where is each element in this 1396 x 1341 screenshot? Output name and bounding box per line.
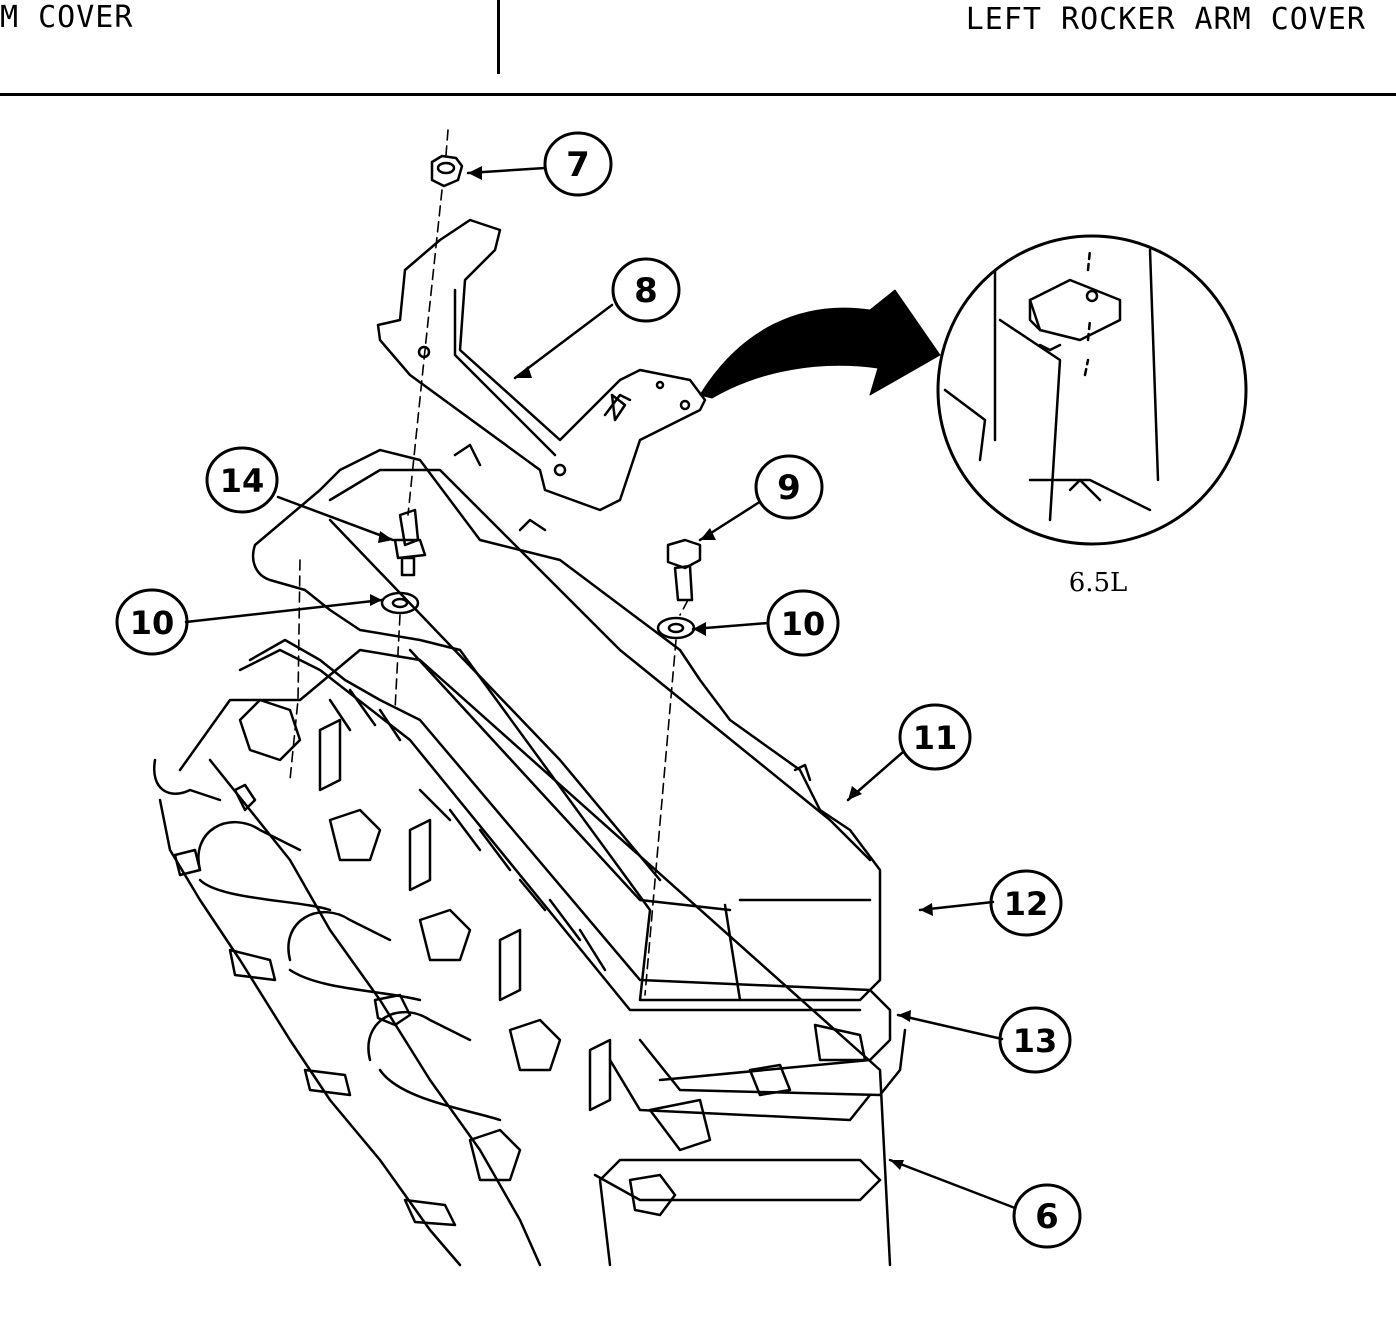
callout-6-label: 6 bbox=[1035, 1197, 1059, 1237]
callout-6: 6 bbox=[1012, 1183, 1082, 1249]
callout-10-right: 10 bbox=[766, 589, 840, 657]
detail-pointer-arrow bbox=[699, 289, 941, 399]
callout-11-label: 11 bbox=[913, 719, 958, 757]
callout-bubbles: 7 8 9 10 10 11 12 13 bbox=[115, 131, 1082, 1249]
callout-8-label: 8 bbox=[634, 271, 658, 311]
callout-10-left: 10 bbox=[115, 588, 189, 656]
engine-variant-label: 6.5L bbox=[1069, 568, 1128, 598]
callout-12-label: 12 bbox=[1004, 885, 1049, 923]
header-right-title: LEFT ROCKER ARM COVER bbox=[965, 2, 1366, 37]
callout-11: 11 bbox=[898, 703, 972, 771]
header-left-title: M COVER bbox=[0, 0, 134, 35]
callout-8: 8 bbox=[611, 257, 681, 323]
assembly-center-lines bbox=[289, 129, 689, 996]
callout-10-left-label: 10 bbox=[130, 604, 175, 642]
fastener-drawings bbox=[380, 154, 702, 640]
callout-13: 13 bbox=[998, 1006, 1072, 1074]
callout-9-label: 9 bbox=[777, 468, 801, 508]
header-divider bbox=[497, 0, 500, 74]
callout-10-right-label: 10 bbox=[781, 605, 826, 643]
callout-14-label: 14 bbox=[220, 462, 265, 500]
callout-14: 14 bbox=[205, 446, 279, 514]
callout-arrowheads bbox=[370, 166, 933, 1170]
header-rule bbox=[0, 93, 1396, 96]
detail-view bbox=[936, 234, 1248, 546]
callout-12: 12 bbox=[989, 869, 1063, 937]
rocker-arm-cover-drawing bbox=[251, 443, 882, 1002]
callout-7-label: 7 bbox=[566, 145, 590, 185]
bracket-drawing bbox=[376, 218, 707, 512]
callout-7: 7 bbox=[543, 131, 613, 197]
callout-9: 9 bbox=[754, 454, 824, 520]
cylinder-head-drawing bbox=[152, 638, 907, 1267]
callout-13-label: 13 bbox=[1013, 1022, 1058, 1060]
